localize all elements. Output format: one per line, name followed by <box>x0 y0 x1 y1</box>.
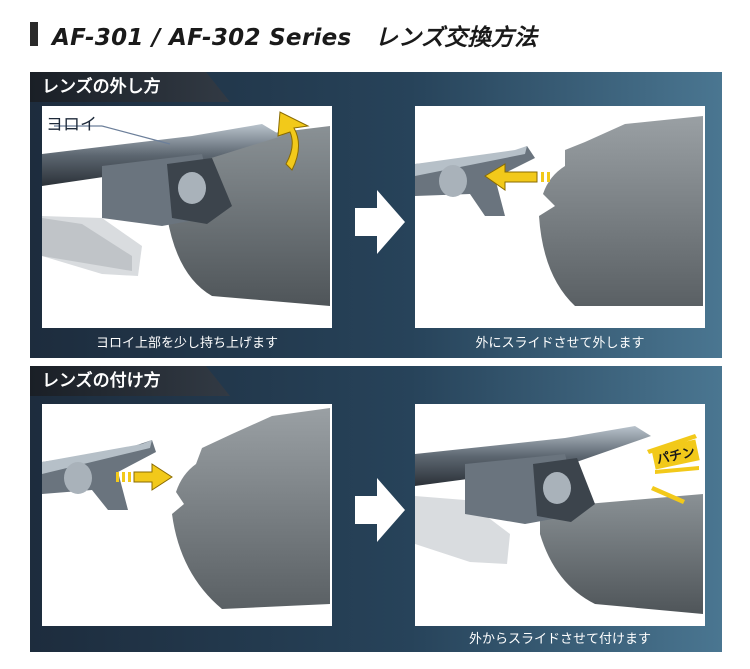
yoroi-callout-label: ヨロイ <box>46 115 97 135</box>
slide-arrow-icon <box>484 163 550 191</box>
page-title: AF-301 / AF-302 Series レンズ交換方法 <box>52 25 538 51</box>
removal-section-label: レンズの外し方 <box>30 72 230 102</box>
attach-step2-caption: 外からスライドさせて付けます <box>468 632 651 647</box>
removal-step1-caption: ヨロイ上部を少し持ち上げます <box>95 336 278 351</box>
removal-step2-caption: 外にスライドさせて外します <box>475 336 645 351</box>
lift-arrow-icon <box>277 111 310 171</box>
removal-step1-photo: ヨロイ <box>42 106 332 328</box>
attach-step1-photo <box>42 404 332 626</box>
arrow-right-icon <box>355 190 405 254</box>
removal-section: レンズの外し方 <box>30 72 722 358</box>
arrow-right-icon <box>355 478 405 542</box>
attach-step2-photo: パチン <box>415 404 705 626</box>
attach-section: レンズの付け方 <box>30 366 722 652</box>
attach-section-label: レンズの付け方 <box>30 366 230 396</box>
title-marker <box>30 22 38 46</box>
removal-step2-photo <box>415 106 705 328</box>
slide-arrow-icon <box>116 463 173 491</box>
